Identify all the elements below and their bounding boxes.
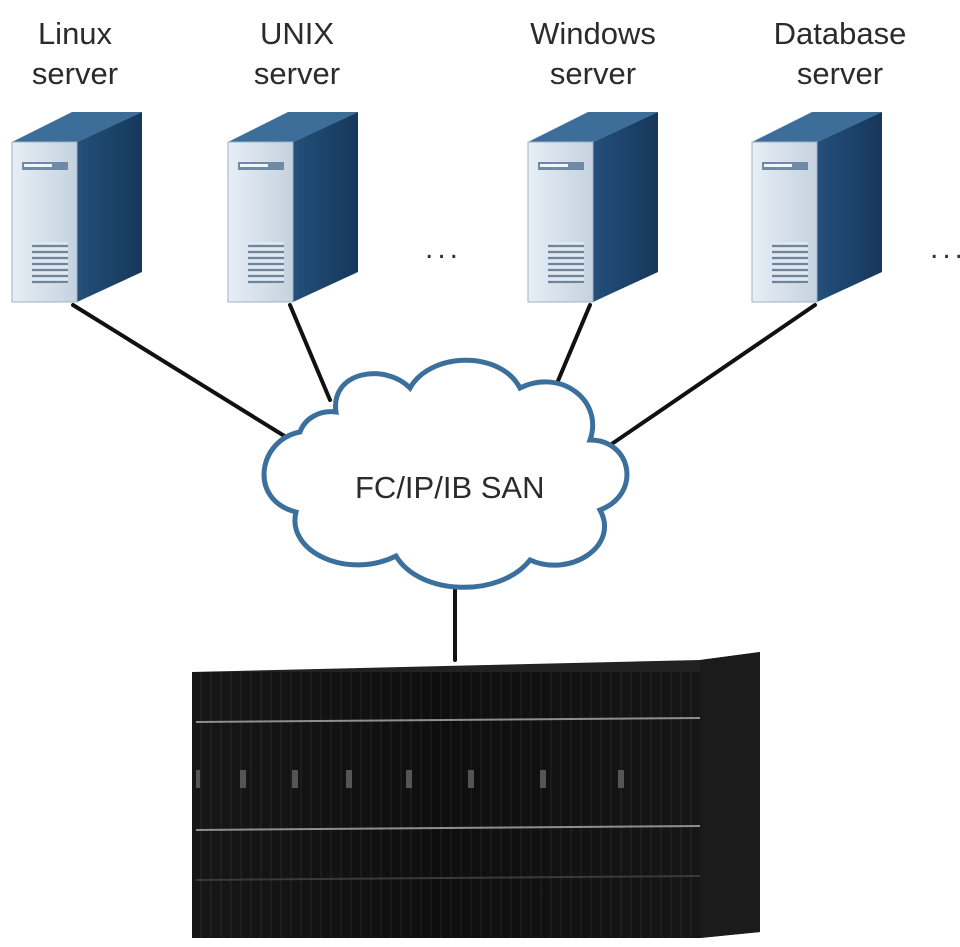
server-label-line2: server xyxy=(253,56,341,91)
server-tower-icon xyxy=(10,110,144,304)
server-label-line1: Windows xyxy=(530,16,656,51)
server-tower-icon xyxy=(750,110,884,304)
link-windows xyxy=(550,303,592,397)
link-database xyxy=(598,303,817,454)
more-servers-ellipsis: ... xyxy=(425,232,463,265)
server-tower-icon xyxy=(526,110,660,304)
server-label-windows: Windows server xyxy=(518,14,668,94)
more-servers-ellipsis: ... xyxy=(930,232,960,265)
network-links xyxy=(71,303,817,662)
server-label-linux: Linux server xyxy=(0,14,150,94)
network-label: FC/IP/IB SAN xyxy=(355,470,545,505)
server-label-database: Database server xyxy=(765,14,915,94)
server-label-line2: server xyxy=(796,56,884,91)
server-label-line2: server xyxy=(31,56,119,91)
link-unix xyxy=(288,303,332,402)
server-label-unix: UNIX server xyxy=(222,14,372,94)
server-label-line1: Linux xyxy=(37,16,113,51)
cloud-icon xyxy=(261,357,630,590)
server-label-line1: Database xyxy=(773,16,907,51)
server-label-line2: server xyxy=(549,56,637,91)
link-linux xyxy=(71,303,288,439)
storage-array-icon xyxy=(192,652,760,938)
server-tower-icon xyxy=(226,110,360,304)
server-label-line1: UNIX xyxy=(259,16,335,51)
